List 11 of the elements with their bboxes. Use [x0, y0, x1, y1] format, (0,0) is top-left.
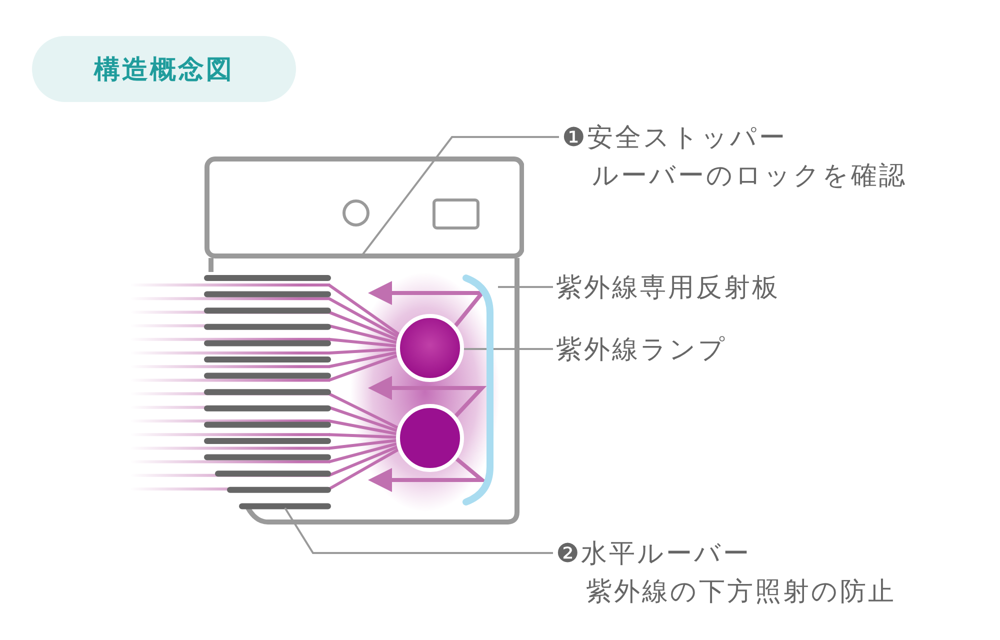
- callout-text: ❶安全ストッパー: [562, 121, 788, 154]
- leader-line: [284, 507, 553, 554]
- callout-text: 紫外線の下方照射の防止: [585, 575, 897, 608]
- callout-text: 紫外線専用反射板: [556, 271, 781, 304]
- callout-text: ❷水平ルーバー: [556, 537, 752, 570]
- leader-line: [359, 136, 559, 259]
- leader-line: [464, 348, 553, 350]
- callout-text: ルーバーのロックを確認: [591, 159, 908, 192]
- leader-line: [498, 286, 553, 288]
- title-pill: 構造概念図: [32, 36, 296, 102]
- callout-text: 紫外線ランプ: [556, 333, 728, 366]
